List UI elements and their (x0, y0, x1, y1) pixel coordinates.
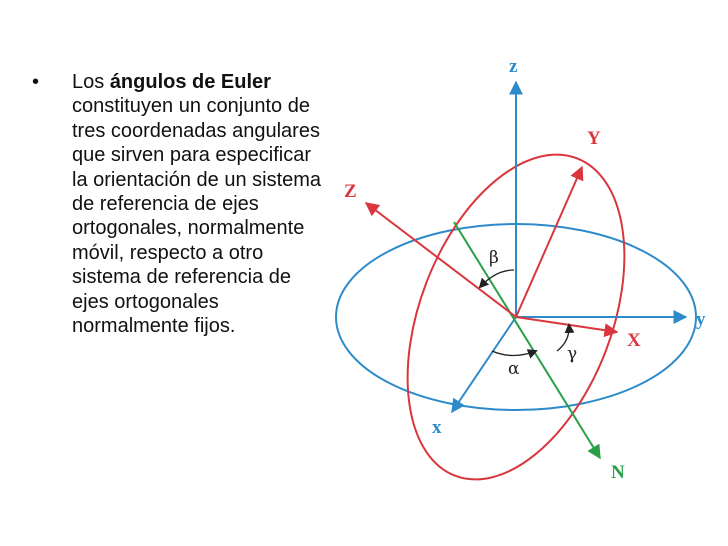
y-moving-label: Y (587, 128, 601, 149)
euler-description: Los ángulos de Euler constituyen un conj… (72, 70, 322, 338)
y-moving-axis (515, 165, 584, 318)
x-moving-label: X (627, 330, 641, 351)
text-rest: constituyen un conjunto de tres coordena… (72, 95, 322, 338)
node-line (453, 221, 601, 460)
beta-arc (478, 269, 515, 289)
beta-label: β (489, 248, 499, 268)
x-moving-axis (515, 316, 619, 338)
alpha-label: α (508, 359, 520, 379)
z-moving-axis (364, 202, 517, 318)
y-fixed-label: y (696, 309, 706, 330)
x-fixed-label: x (432, 417, 442, 438)
x-fixed-axis (451, 316, 517, 414)
z-fixed-label: z (509, 56, 518, 77)
bullet-marker: • (32, 71, 40, 93)
text-intro: Los (72, 71, 110, 93)
moving-plane-ellipse (406, 153, 626, 481)
text-bold-term: ángulos de Euler (109, 71, 271, 93)
node-line-label: N (611, 462, 625, 483)
gamma-arc (556, 323, 575, 352)
alpha-arc (491, 349, 538, 359)
gamma-label: γ (567, 344, 577, 364)
z-moving-label: Z (344, 181, 357, 202)
